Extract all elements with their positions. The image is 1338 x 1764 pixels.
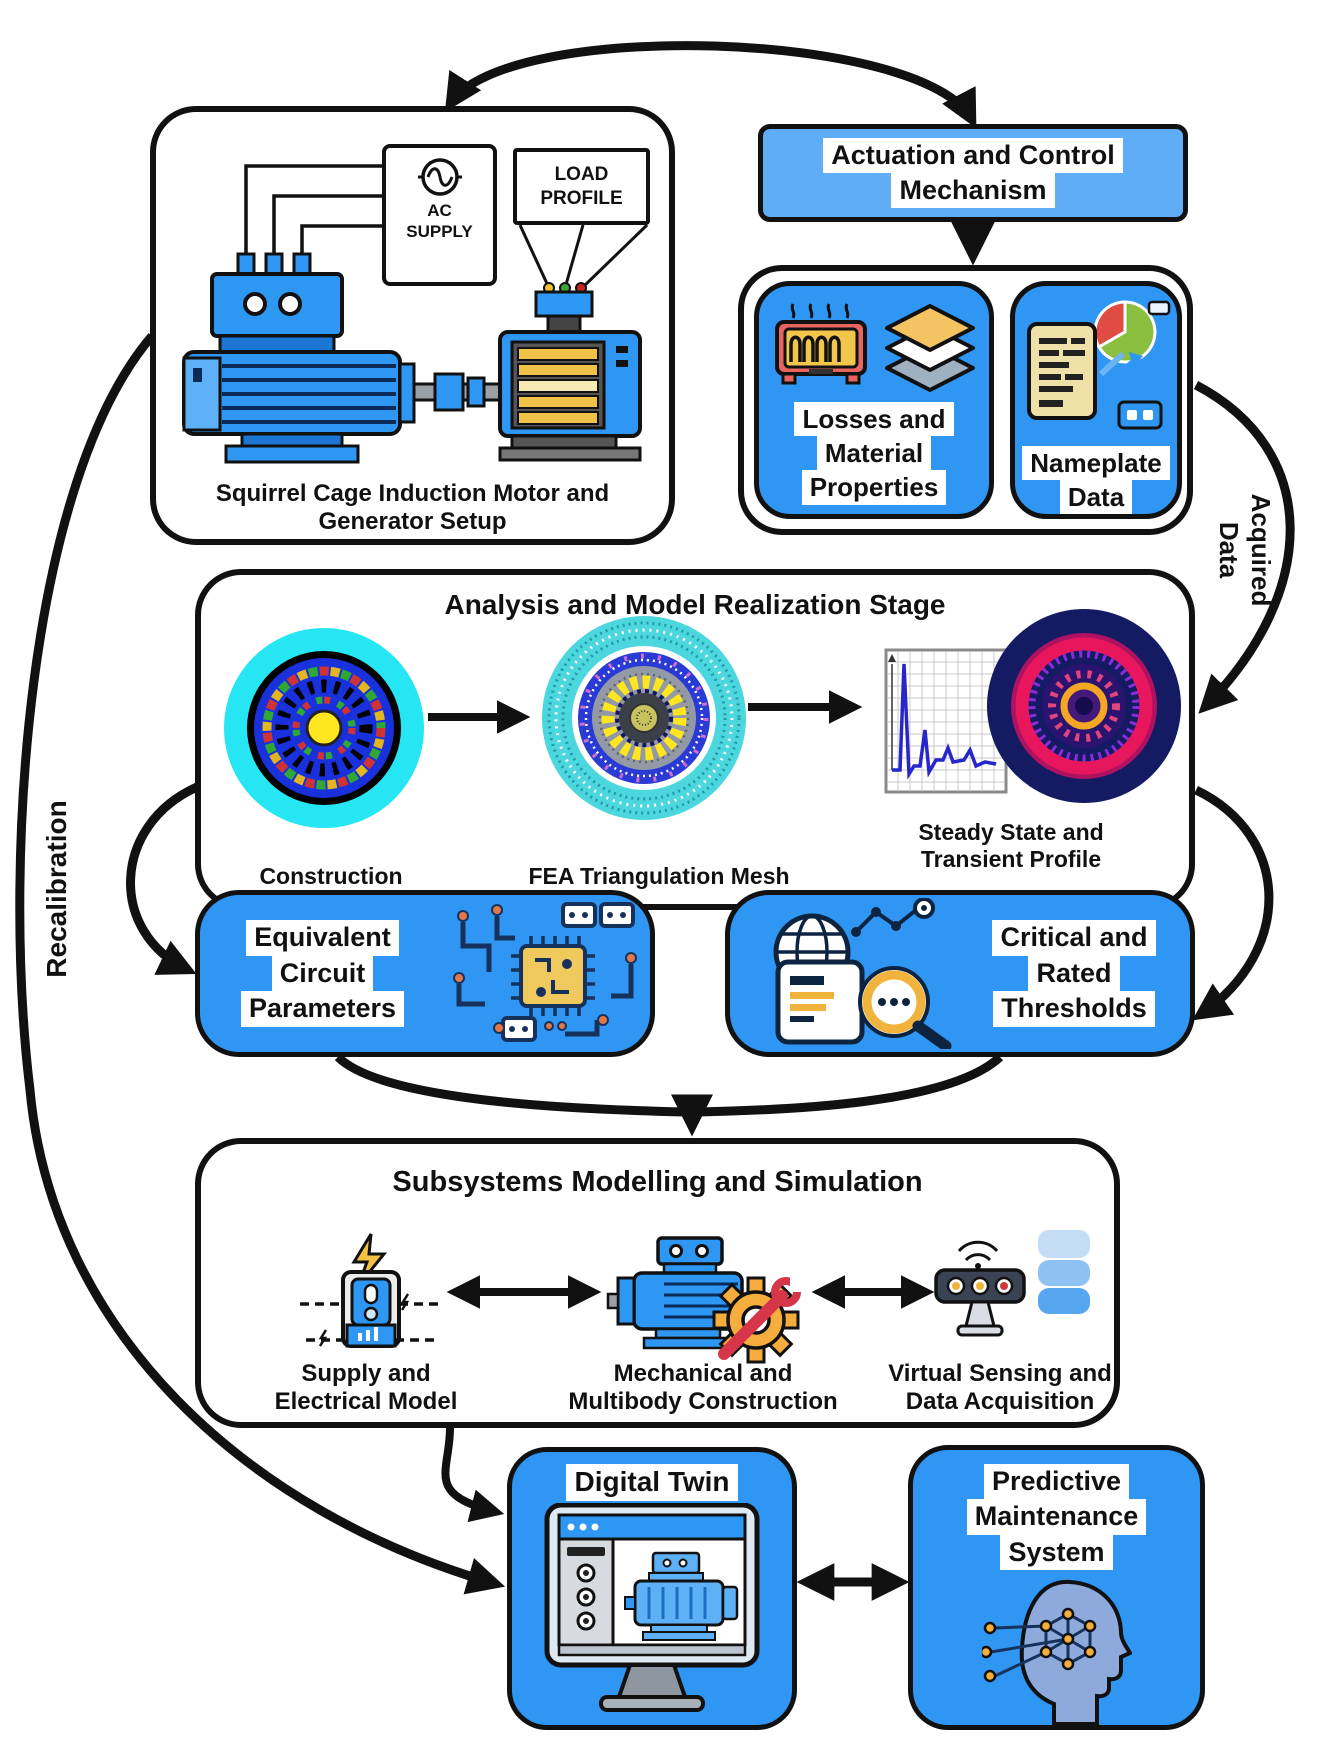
mechanical-line2: Multibody Construction bbox=[568, 1388, 838, 1415]
load-profile-line2: PROFILE bbox=[540, 187, 623, 209]
acquired-data-line2: Data bbox=[1214, 521, 1244, 579]
actuation-line1: Actuation and Control bbox=[823, 137, 1123, 173]
digital-twin-title: Digital Twin bbox=[566, 1464, 738, 1501]
battery-icon bbox=[1117, 400, 1163, 430]
report-document-icon bbox=[775, 959, 865, 1045]
sensor-camera-icon bbox=[934, 1268, 1026, 1337]
subsystems-title: Subsystems Modelling and Simulation bbox=[392, 1166, 923, 1198]
predictive-line3: System bbox=[1000, 1534, 1113, 1571]
ac-supply-icon bbox=[417, 158, 462, 196]
equivalent-circuit-icon bbox=[453, 902, 637, 1042]
supply-model-label: Supply and Electrical Model bbox=[216, 1360, 516, 1416]
acquired-data-label: Acquired Data bbox=[1210, 480, 1280, 620]
mechanical-line1: Mechanical and bbox=[613, 1360, 793, 1387]
recalibration-text: Recalibration bbox=[41, 800, 72, 978]
analysis-title: Analysis and Model Realization Stage bbox=[444, 589, 946, 620]
critical-line1: Critical and bbox=[992, 920, 1156, 956]
actuation-line2: Mechanism bbox=[891, 173, 1055, 209]
thermal-field-icon bbox=[987, 609, 1181, 803]
steady-line1: Steady State and bbox=[918, 819, 1104, 845]
acquired-inputs-container: Losses and Material Properties bbox=[738, 265, 1193, 535]
construction-cross-section-icon bbox=[224, 628, 424, 828]
document-icon bbox=[1027, 322, 1097, 420]
chip-icon bbox=[519, 944, 587, 1008]
physical-setup-box: AC SUPPLY LOAD PROFILE Squirrel Cage Ind… bbox=[150, 106, 675, 545]
generator-icon bbox=[498, 290, 642, 462]
supply-line1: Supply and bbox=[301, 1360, 431, 1387]
virtual-sensing-label: Virtual Sensing and Data Acquisition bbox=[850, 1360, 1150, 1416]
shaft-coupling bbox=[412, 372, 512, 412]
load-profile-panel: LOAD PROFILE bbox=[513, 148, 650, 225]
thresholds-analysis-icon bbox=[773, 898, 952, 1049]
subsystems-box: Subsystems Modelling and Simulation bbox=[195, 1138, 1120, 1428]
merge-curve-right bbox=[697, 1053, 1004, 1117]
wifi-icon bbox=[957, 1240, 999, 1262]
induction-motor-icon bbox=[182, 252, 416, 464]
equivalent-line2: Circuit bbox=[271, 955, 374, 992]
arrow-subsystems-to-twin bbox=[441, 1427, 505, 1523]
ac-supply-label-line1: AC bbox=[427, 201, 452, 220]
steady-state-label: Steady State and Transient Profile bbox=[861, 819, 1161, 873]
arrow-analysis-to-critical bbox=[1192, 785, 1274, 1021]
losses-box: Losses and Material Properties bbox=[754, 281, 994, 519]
ac-supply-panel: AC SUPPLY bbox=[382, 144, 497, 286]
nameplate-icon bbox=[1027, 300, 1171, 430]
analysis-box: Analysis and Model Realization Stage Con… bbox=[195, 569, 1195, 910]
recalibration-label: Recalibration bbox=[40, 769, 76, 1009]
critical-line2: Rated bbox=[1028, 955, 1120, 992]
heat-losses-icon bbox=[774, 303, 867, 385]
caption-line1: Squirrel Cage Induction Motor and bbox=[215, 480, 610, 507]
nameplate-line1: Nameplate bbox=[1022, 446, 1170, 481]
actuation-box: Actuation and Control Mechanism bbox=[758, 124, 1188, 222]
virtual-line1: Virtual Sensing and bbox=[888, 1360, 1112, 1387]
transient-plot-icon bbox=[884, 648, 1008, 794]
caption-line2: Generator Setup bbox=[318, 508, 507, 535]
nameplate-box: Nameplate Data bbox=[1010, 281, 1182, 519]
arrow-analysis-to-equivalent bbox=[126, 782, 199, 975]
material-layers-icon bbox=[884, 304, 975, 392]
ac-supply-label-line2: SUPPLY bbox=[406, 222, 473, 242]
fea-label: FEA Triangulation Mesh bbox=[528, 863, 790, 889]
mechanical-label: Mechanical and Multibody Construction bbox=[553, 1360, 853, 1416]
critical-line3: Thresholds bbox=[993, 991, 1155, 1027]
losses-line3: Properties bbox=[801, 470, 947, 505]
critical-thresholds-box: Critical and Rated Thresholds bbox=[725, 890, 1195, 1057]
physical-setup-caption: Squirrel Cage Induction Motor and Genera… bbox=[156, 480, 669, 536]
virtual-sensing-icon bbox=[934, 1230, 1090, 1337]
supply-wires bbox=[244, 164, 382, 254]
acquired-data-line1: Acquired bbox=[1246, 493, 1277, 607]
screen-motor-model bbox=[624, 1551, 739, 1641]
predictive-ai-icon bbox=[981, 1580, 1132, 1727]
predictive-maintenance-box: Predictive Maintenance System bbox=[908, 1445, 1205, 1730]
losses-line2: Material bbox=[816, 436, 932, 471]
mechanical-model-icon bbox=[606, 1236, 806, 1364]
equivalent-circuit-box: Equivalent Circuit Parameters bbox=[195, 890, 655, 1057]
steady-line2: Transient Profile bbox=[920, 846, 1102, 872]
merge-curve-left bbox=[334, 1053, 687, 1117]
database-icon bbox=[1038, 1230, 1090, 1314]
predictive-line2: Maintenance bbox=[966, 1499, 1147, 1535]
electrical-supply-icon bbox=[300, 1233, 442, 1348]
equivalent-text: Equivalent Circuit Parameters bbox=[200, 920, 445, 1027]
digital-twin-monitor-icon bbox=[544, 1502, 760, 1712]
supply-line2: Electrical Model bbox=[274, 1388, 458, 1415]
magnifier-icon bbox=[858, 966, 952, 1049]
digital-twin-box: Digital Twin bbox=[507, 1447, 797, 1730]
wrench-icon bbox=[718, 1277, 806, 1360]
fea-mesh-icon bbox=[542, 616, 746, 820]
load-profile-line1: LOAD bbox=[554, 163, 609, 185]
critical-text: Critical and Rated Thresholds bbox=[968, 920, 1180, 1027]
predictive-line1: Predictive bbox=[983, 1464, 1130, 1500]
losses-line1: Losses and bbox=[794, 402, 954, 437]
construction-label: Construction bbox=[259, 863, 403, 889]
equivalent-line3: Parameters bbox=[240, 991, 405, 1027]
load-feeder-lines bbox=[518, 223, 649, 290]
equivalent-line1: Equivalent bbox=[246, 920, 399, 956]
virtual-line2: Data Acquisition bbox=[905, 1388, 1095, 1415]
nameplate-line2: Data bbox=[1059, 480, 1133, 515]
head-profile-icon bbox=[1019, 1580, 1132, 1727]
